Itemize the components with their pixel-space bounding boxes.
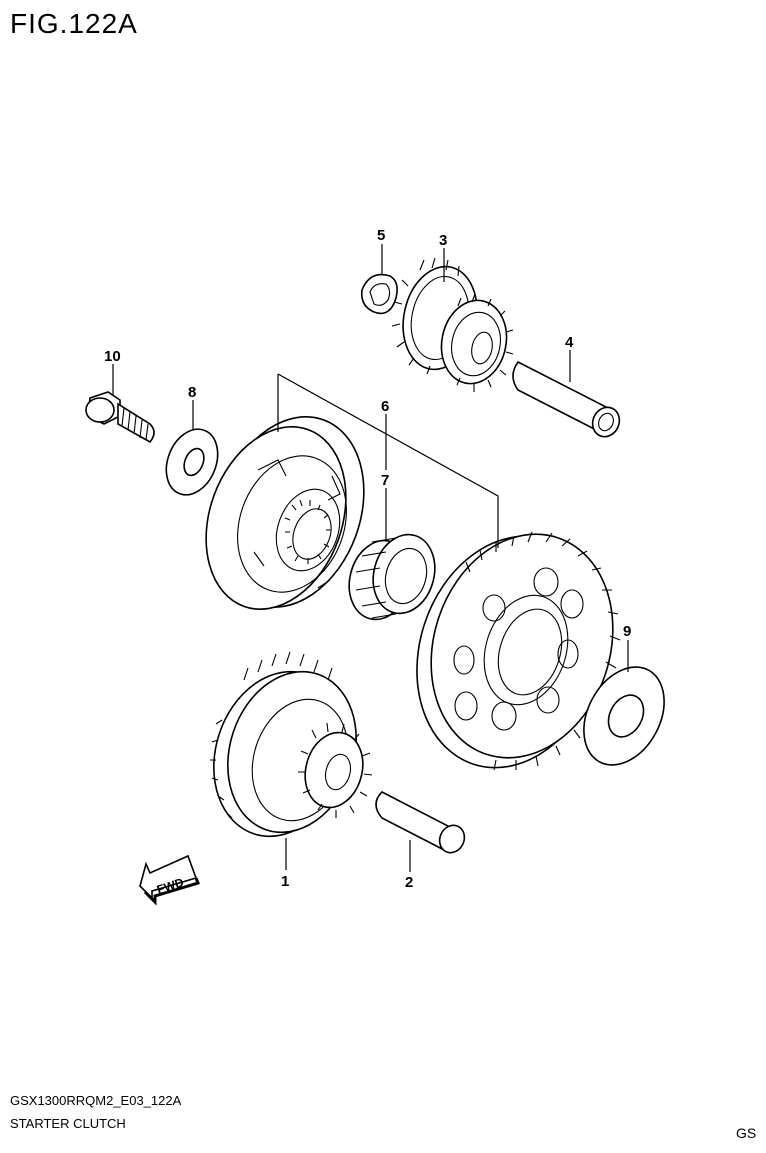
part-9-washer[interactable] bbox=[568, 653, 680, 779]
starter-driven-gear[interactable] bbox=[388, 510, 641, 792]
callout-labels: 5 3 4 10 8 6 7 9 1 2 bbox=[104, 227, 631, 891]
callout-7: 7 bbox=[381, 472, 389, 489]
callout-10: 10 bbox=[104, 348, 121, 365]
part-5-ring[interactable] bbox=[360, 273, 398, 315]
part-10-bolt[interactable] bbox=[85, 391, 155, 444]
callout-9: 9 bbox=[623, 623, 631, 640]
section-name: STARTER CLUTCH bbox=[10, 1116, 126, 1131]
region-code: GS bbox=[736, 1125, 757, 1141]
part-2-shaft[interactable] bbox=[375, 791, 469, 857]
callout-8: 8 bbox=[188, 384, 196, 401]
bracket-6 bbox=[277, 373, 499, 548]
model-code: GSX1300RRQM2_E03_122A bbox=[10, 1093, 182, 1108]
figure-title: FIG.122A bbox=[10, 8, 138, 39]
fwd-arrow-icon: FWD bbox=[139, 854, 201, 906]
callout-6: 6 bbox=[381, 398, 389, 415]
callout-4: 4 bbox=[565, 334, 574, 351]
callout-2: 2 bbox=[405, 874, 413, 891]
callout-1: 1 bbox=[281, 873, 289, 890]
part-3-double-gear[interactable] bbox=[391, 257, 514, 392]
part-8-washer[interactable] bbox=[157, 421, 227, 502]
part-7-needle-bearing[interactable] bbox=[341, 528, 444, 627]
leader-lines bbox=[112, 244, 629, 872]
callout-5: 5 bbox=[377, 227, 385, 244]
part-6-clutch-housing[interactable] bbox=[182, 396, 389, 629]
callout-3: 3 bbox=[439, 232, 447, 249]
part-1-clutch-gear-assembly[interactable] bbox=[193, 651, 376, 854]
part-4-shaft[interactable] bbox=[512, 360, 624, 441]
